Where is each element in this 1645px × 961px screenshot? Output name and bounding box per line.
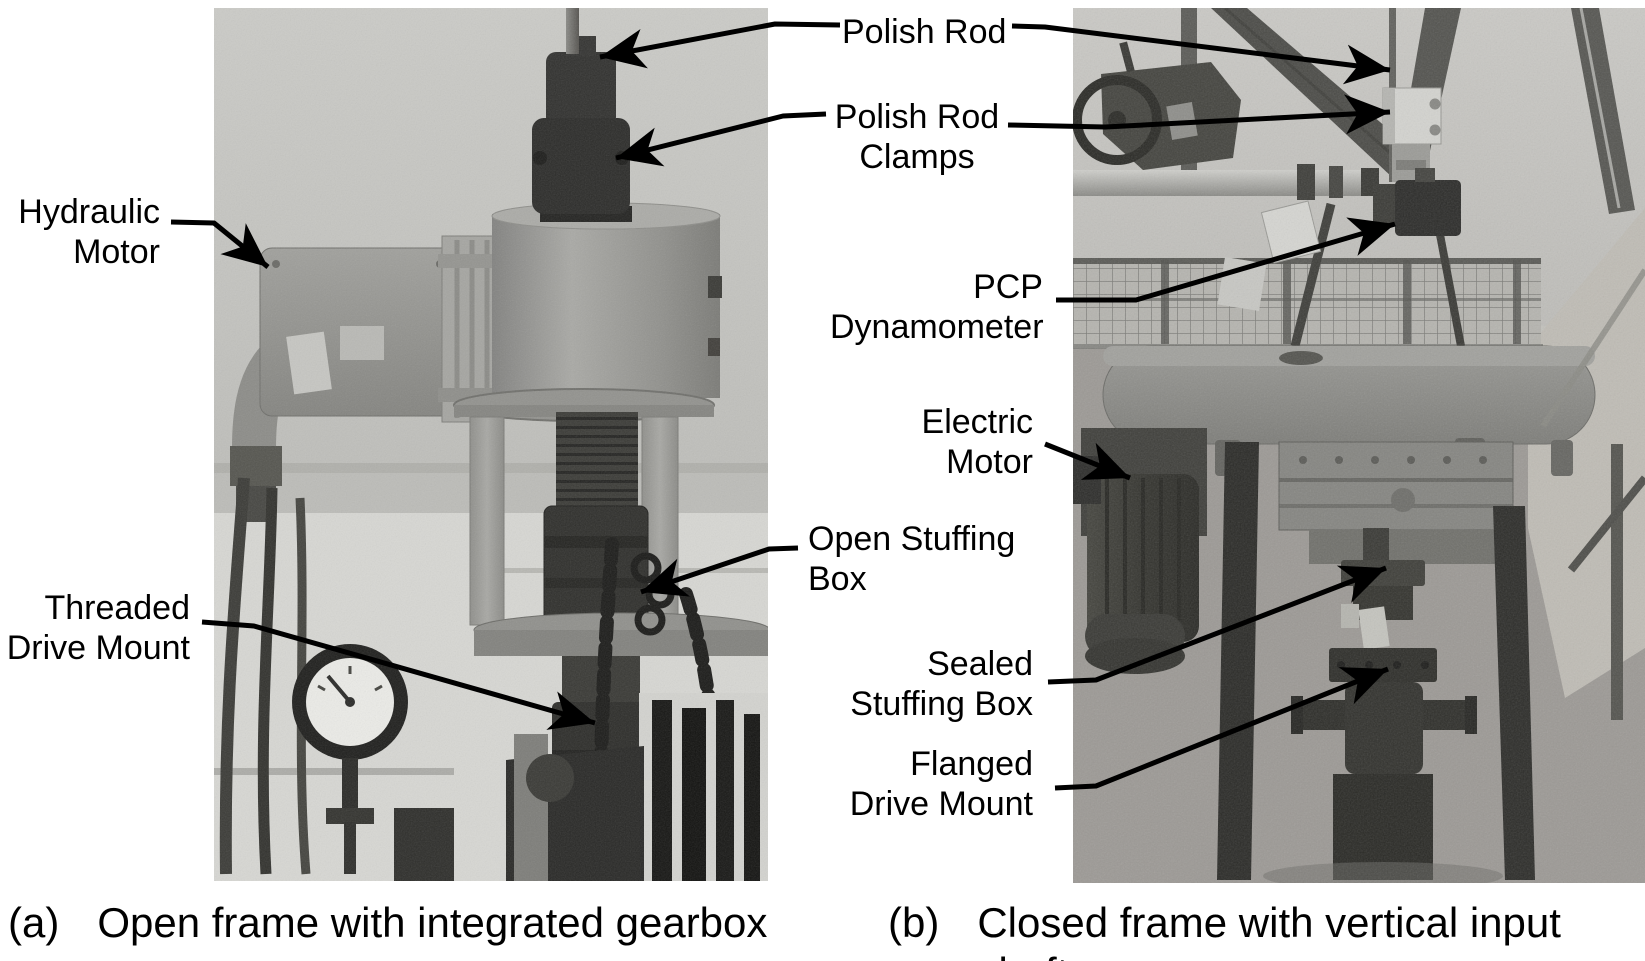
label-hydraulic-motor: Hydraulic Motor xyxy=(18,193,160,271)
caption-b: (b) Closed frame with vertical input sha… xyxy=(888,898,1645,961)
label-polish-rod-clamps: Polish Rod Clamps xyxy=(834,98,1000,176)
label-threaded-drive-mount: Threaded Drive Mount xyxy=(6,589,190,667)
photo-a-image xyxy=(214,8,768,881)
label-polish-rod: Polish Rod xyxy=(842,13,1007,51)
caption-a: (a) Open frame with integrated gearbox xyxy=(8,898,767,948)
label-flanged-drive-mount: Flanged Drive Mount xyxy=(849,745,1033,823)
label-open-stuffing-box: Open Stuffing Box xyxy=(808,520,1016,598)
label-pcp-dynamometer: PCP Dynamometer xyxy=(830,268,1044,346)
photo-closed-frame-drive xyxy=(1073,8,1645,883)
caption-a-marker: (a) xyxy=(8,899,60,946)
caption-b-marker: (b) xyxy=(888,899,940,946)
photo-b-image xyxy=(1073,8,1645,883)
photo-open-frame-drive xyxy=(214,8,768,881)
caption-a-text: Open frame with integrated gearbox xyxy=(97,899,768,946)
caption-b-text: Closed frame with vertical input shaft xyxy=(977,899,1561,961)
label-electric-motor: Electric Motor xyxy=(921,403,1033,481)
label-sealed-stuffing-box: Sealed Stuffing Box xyxy=(850,645,1033,723)
